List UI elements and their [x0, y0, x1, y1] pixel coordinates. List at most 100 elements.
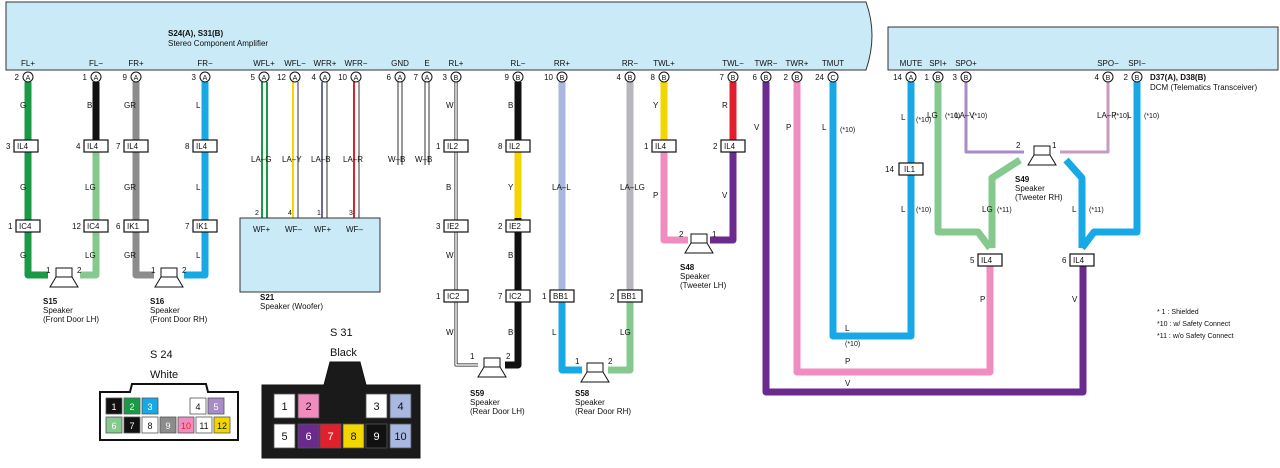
wire-spo-minus	[1060, 82, 1110, 154]
label-n11-2: (*11)	[1089, 207, 1104, 214]
svg-text:3: 3	[373, 401, 379, 413]
svg-text:9: 9	[373, 431, 379, 443]
pin-name: FR−	[197, 59, 213, 68]
wire-fl-plus	[24, 82, 48, 279]
label-l: L	[196, 101, 201, 110]
pin-name: RL−	[511, 59, 526, 68]
pin-name: FR+	[128, 59, 144, 68]
pin-name: WFL+	[253, 59, 275, 68]
wire-rl-plus-inner	[455, 82, 478, 366]
speaker-s59-code: S59	[470, 389, 485, 398]
speaker-s21-code: S21	[260, 293, 275, 302]
pin-name: FL−	[89, 59, 103, 68]
label-l-9: L	[1072, 205, 1077, 214]
s24-pin-10: 10	[177, 416, 195, 434]
pin-connector: A	[354, 75, 359, 82]
speaker-s58-code: S58	[575, 389, 590, 398]
svg-text:3: 3	[436, 222, 441, 231]
pin-connector: B	[454, 75, 459, 82]
connector-ic4-2: IC4 12	[72, 219, 109, 233]
connector-ie2: IE2 3	[436, 219, 469, 233]
s24-pin-1: 1	[105, 397, 123, 415]
label-l-8: L	[901, 205, 906, 214]
s24-color: White	[150, 369, 178, 381]
pin-name: GND	[391, 59, 409, 68]
wire-fr-minus	[184, 82, 209, 279]
label-n10-5: (*10)	[945, 113, 960, 120]
label-la-p: LA–P	[1097, 111, 1117, 120]
pin-number: 9	[505, 73, 510, 82]
wire-twr-plus	[793, 82, 994, 376]
pin-connector: B	[628, 75, 633, 82]
connector-il1: IL1 14	[885, 162, 924, 176]
svg-text:6: 6	[1062, 256, 1067, 265]
label-lg-5: LG	[982, 205, 993, 214]
connector-ie2-2: IE2 2	[498, 219, 531, 233]
pin-name: SPI−	[1128, 59, 1146, 68]
svg-text:IE2: IE2	[447, 222, 460, 231]
label-b-5: B	[508, 328, 513, 337]
svg-text:BB1: BB1	[621, 292, 637, 301]
label-l-2: L	[196, 183, 201, 192]
pin-name: RL+	[449, 59, 464, 68]
svg-text:2: 2	[498, 222, 503, 231]
pin-name: TMUT	[822, 59, 844, 68]
svg-text:IL4: IL4	[127, 142, 139, 151]
pin-number: 2	[15, 73, 20, 82]
svg-text:2: 2	[713, 142, 718, 151]
pin-connector: B	[560, 75, 565, 82]
pin-number: 10	[338, 73, 347, 82]
pin-name: TWL+	[653, 59, 675, 68]
speaker-s49-code: S49	[1015, 175, 1030, 184]
speaker-s15-code: S15	[43, 297, 58, 306]
s31-pin-3: 3	[365, 393, 388, 419]
speaker-s16-loc: (Front Door RH)	[150, 315, 208, 324]
svg-text:4: 4	[288, 210, 292, 217]
label-lg-3: LG	[620, 328, 631, 337]
svg-text:IL4: IL4	[196, 142, 208, 151]
s24-title: S 24	[150, 349, 173, 361]
wire-spo-l	[1063, 157, 1086, 248]
s24-pin-2: 2	[123, 397, 141, 415]
s31-title: S 31	[330, 327, 353, 339]
svg-text:WF+: WF+	[253, 225, 270, 234]
svg-text:2: 2	[608, 357, 613, 366]
svg-text:1: 1	[436, 292, 441, 301]
note-3: *11 : w/o Safety Connect	[1157, 333, 1234, 340]
pin-number: 12	[277, 73, 286, 82]
speaker-s15-name: Speaker	[43, 306, 73, 315]
s31-pin-5: 5	[273, 423, 296, 449]
label-n10-6: (*10)	[972, 113, 987, 120]
dcm-header: D37(A), D38(B) DCM (Telematics Transceiv…	[887, 26, 1279, 92]
wire-spi-minus	[1079, 82, 1141, 251]
svg-text:10: 10	[394, 431, 406, 443]
svg-text:6: 6	[111, 421, 116, 431]
pin-name: TWL−	[722, 59, 744, 68]
pin-connector: B	[1135, 75, 1140, 82]
note-2: *10 : w/ Safety Connect	[1157, 321, 1230, 328]
connector-il4-s49: IL4 5	[970, 253, 1003, 267]
label-n10-2: (*10)	[845, 341, 860, 348]
connector-bb1-2: BB1 2	[610, 289, 643, 303]
label-v-2: V	[754, 123, 760, 132]
label-w: W	[446, 101, 454, 110]
svg-text:IC2: IC2	[509, 292, 522, 301]
pin-number: 6	[753, 73, 758, 82]
label-g-2: G	[20, 183, 26, 192]
svg-text:IK1: IK1	[196, 222, 209, 231]
pin-connector: A	[909, 75, 914, 82]
svg-text:2: 2	[77, 266, 82, 275]
speaker-s16-code: S16	[150, 297, 165, 306]
amplifier-header: S24(A), S31(B) Stereo Component Amplifie…	[5, 1, 873, 71]
